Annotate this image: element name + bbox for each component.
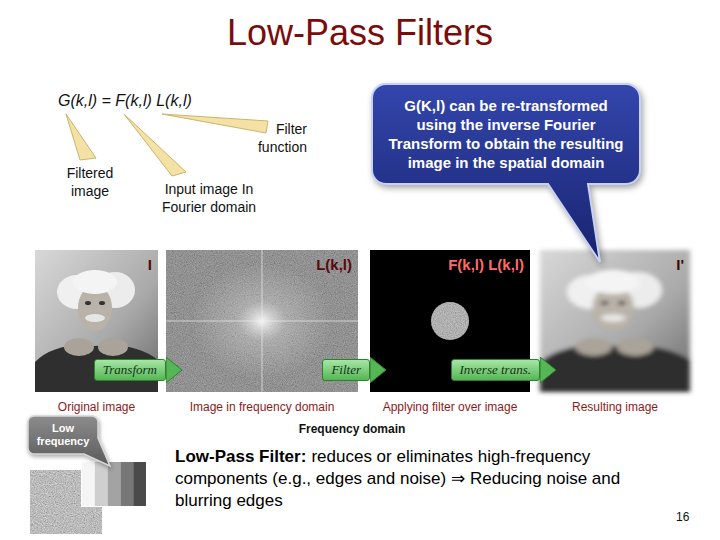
passband-disc	[428, 299, 472, 343]
passband-disc	[431, 302, 469, 340]
image-symbol: I'	[676, 256, 684, 273]
spectrum-axis	[261, 250, 263, 392]
bubble-body	[372, 84, 640, 262]
formula: G(k,l) = F(k,l) L(k,l)	[58, 92, 192, 110]
callout-body	[28, 416, 110, 466]
callout-wedge	[66, 114, 96, 160]
callout-text: Filter function	[237, 120, 307, 156]
arrow-label: Inverse trans.	[451, 359, 541, 381]
callout-text: Filtered image	[50, 164, 130, 200]
bubble-text: G(K,l) can be re-transformed using the i…	[386, 96, 626, 172]
body-paragraph: Low-Pass Filter:reduces or eliminates hi…	[175, 446, 665, 512]
speech-bubble: G(K,l) can be re-transformed using the i…	[372, 84, 640, 184]
term: Low-Pass Filter:	[175, 447, 306, 466]
gradient-bars	[82, 462, 146, 506]
portrait-copy	[540, 250, 690, 392]
callout-wedge	[124, 114, 186, 176]
image-symbol: F(k,l) L(k,l)	[448, 256, 524, 273]
image-caption: Image in frequency domain	[136, 400, 388, 414]
arrow-label: Transform	[94, 359, 166, 381]
page-number: 16	[676, 508, 689, 526]
blurred-photo	[540, 250, 690, 392]
callout-wedge	[162, 114, 268, 133]
slide-title: Low-Pass Filters	[0, 12, 720, 54]
section-label: Frequency domain	[290, 420, 414, 438]
arrow-label: Filter	[322, 359, 370, 381]
bubble-text: Low frequency	[32, 422, 94, 448]
image-symbol: I	[148, 256, 152, 273]
image-caption: Applying filter over image	[340, 400, 560, 414]
image-caption: Original image	[5, 400, 188, 414]
image-caption: Resulting image	[510, 400, 720, 414]
image-symbol: L(k,l)	[316, 256, 352, 273]
callout-bubble: Low frequency	[28, 416, 98, 454]
callout-text: Input image In Fourier domain	[150, 180, 268, 216]
image-panel: I'Resulting image	[540, 250, 690, 392]
